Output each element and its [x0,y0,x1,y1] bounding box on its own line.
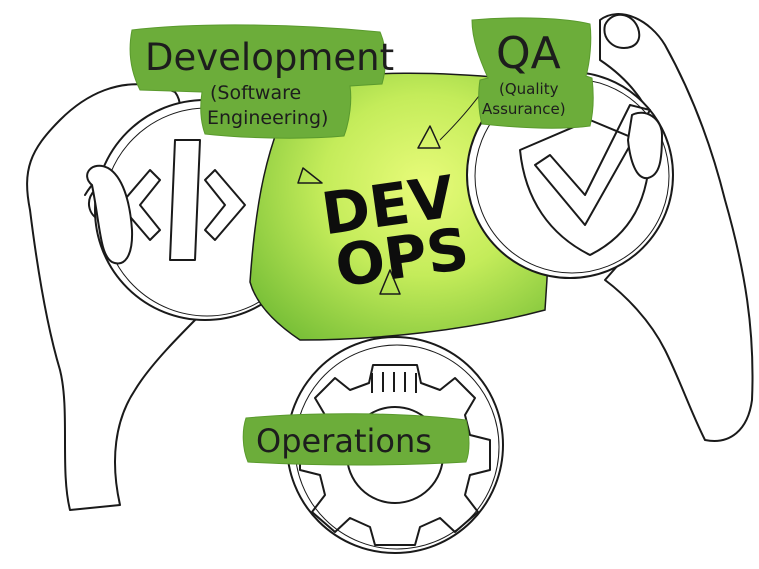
qa-title: QA [496,28,561,79]
arrow-from-development [297,167,323,184]
operations-title: Operations [256,422,432,460]
devops-title: DEV OPS [317,163,472,301]
arrow-from-operations [379,269,401,295]
operations-label: Operations [242,413,470,466]
development-subtitle-line2: Engineering) [207,107,328,129]
arrow-from-qa [417,125,441,149]
development-subtitle-line1: (Software [210,82,301,104]
development-label: Development (Software Engineering) [129,24,394,139]
qa-subtitle-line2: Assurance) [482,100,566,118]
qa-label: QA (Quality Assurance) [471,17,594,129]
development-title: Development [145,36,394,79]
qa-subtitle-line1: (Quality [499,80,559,98]
